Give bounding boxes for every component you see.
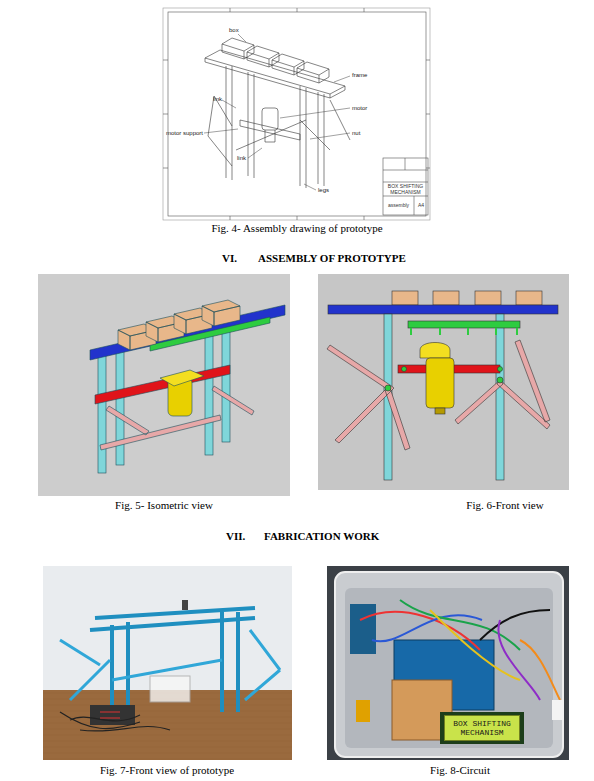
part-label: motor xyxy=(352,105,367,111)
node-text: BOX SHIFTING MECHANISM xyxy=(384,184,427,195)
figure-caption: Fig. 7-Front view of prototype xyxy=(100,764,234,776)
node-text: A4 xyxy=(418,203,424,209)
front-view xyxy=(318,274,569,490)
part-label: motor support xyxy=(166,130,203,136)
title-block-cell: assembly xyxy=(384,197,413,214)
part-label: link xyxy=(213,96,222,102)
part-label: nut xyxy=(352,130,360,136)
section-heading: FABRICATION WORK xyxy=(264,530,379,542)
section-number: VII. xyxy=(226,530,245,542)
section-number: VI. xyxy=(222,252,237,264)
node-text: assembly xyxy=(388,203,409,209)
circuit-photo xyxy=(327,566,569,760)
prototype-photo xyxy=(43,566,292,760)
title-block-cell: A4 xyxy=(415,197,427,214)
part-label: legs xyxy=(318,187,329,193)
part-label: frame xyxy=(352,72,367,78)
figure-caption: Fig. 5- Isometric view xyxy=(115,499,213,511)
lcd-display: BOX SHIFTING MECHANISM xyxy=(444,715,520,741)
figure-caption: Fig. 8-Circuit xyxy=(430,764,490,776)
section-heading: ASSEMBLY OF PROTOTYPE xyxy=(258,252,406,264)
figure-caption: Fig. 4- Assembly drawing of prototype xyxy=(211,222,382,234)
part-label: link xyxy=(237,155,246,161)
assembly-drawing xyxy=(163,8,430,220)
figure-caption: Fig. 6-Front view xyxy=(466,499,543,511)
title-block-cell: BOX SHIFTING MECHANISM xyxy=(384,183,427,196)
node-text: BOX SHIFTING MECHANISM xyxy=(447,719,517,737)
isometric-view xyxy=(38,274,290,496)
part-label: box xyxy=(229,27,239,33)
